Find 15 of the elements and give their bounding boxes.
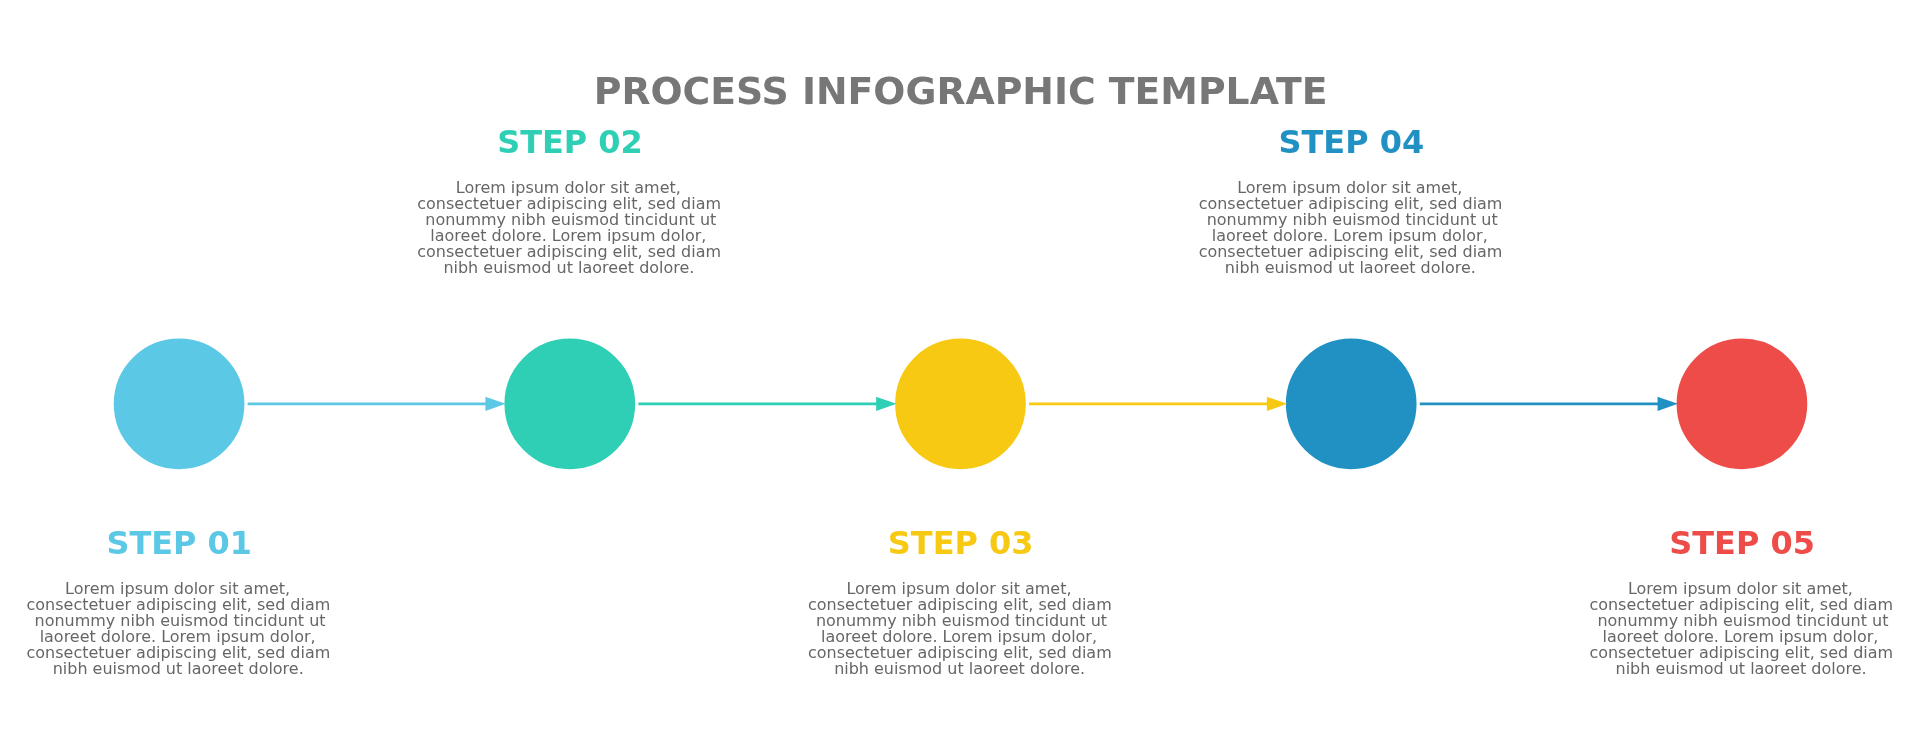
- node-label: Lorem ipsum dolor sit amet, consectetuer adipiscing elit, sed diam nonummy nibh euismod tincidunt ut laoreet dolore. Lorem ipsum dolor, consectetuer adipiscing elit, sed diam nibh euismod ut laoreet dolore.: [807, 578, 1112, 678]
- node-label: Lorem ipsum dolor sit amet, consectetuer adipiscing elit, sed diam nonummy nibh euismod tincidunt ut laoreet dolore. Lorem ipsum dolor, consectetuer adipiscing elit, sed diam nibh euismod ut laoreet dolore.: [1588, 578, 1893, 678]
- arrow: [637, 396, 896, 411]
- node-label: STEP 05: [1668, 523, 1815, 562]
- node-label: Lorem ipsum dolor sit amet, consectetuer adipiscing elit, sed diam nonummy nibh euismod tincidunt ut laoreet dolore. Lorem ipsum dolor, consectetuer adipiscing elit, sed diam nibh euismod ut laoreet dolore.: [416, 177, 721, 277]
- node-label: STEP 04: [1278, 122, 1424, 161]
- diagram-title: PROCESS INFOGRAPHIC TEMPLATE: [593, 68, 1327, 113]
- node-label: STEP 03: [887, 523, 1033, 562]
- arrow: [1028, 396, 1287, 411]
- arrow: [1419, 396, 1678, 411]
- node-label: STEP 01: [105, 523, 252, 562]
- node-label: STEP 02: [496, 122, 643, 161]
- node-label: Lorem ipsum dolor sit amet, consectetuer adipiscing elit, sed diam nonummy nibh euismod tincidunt ut laoreet dolore. Lorem ipsum dolor, consectetuer adipiscing elit, sed diam nibh euismod ut laoreet dolore.: [1198, 177, 1502, 277]
- node-label: Lorem ipsum dolor sit amet, consectetuer adipiscing elit, sed diam nonummy nibh euismod tincidunt ut laoreet dolore. Lorem ipsum dolor, consectetuer adipiscing elit, sed diam nibh euismod ut laoreet dolore.: [26, 578, 330, 678]
- arrow: [247, 396, 506, 411]
